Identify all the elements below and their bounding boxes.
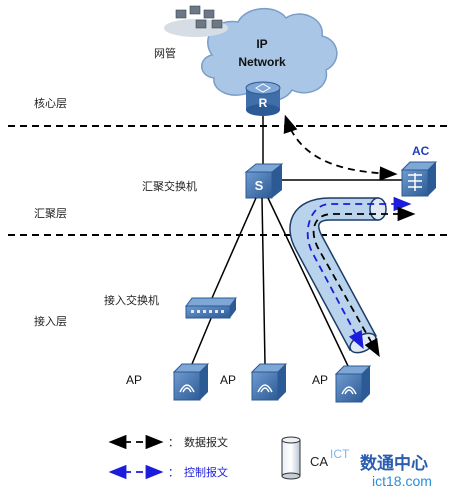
legend-tunnel-label: CA xyxy=(310,454,328,469)
access-switch-icon xyxy=(185,297,237,319)
cloud-label-ip: IP xyxy=(256,37,267,51)
data-flow-arrow-tunnel xyxy=(312,206,416,358)
legend-control-colon: ： xyxy=(168,466,179,479)
legend-control-label: 控制报文 xyxy=(184,465,228,479)
legend-data-label: 数据报文 xyxy=(184,435,228,449)
agg-switch-label: 汇聚交换机 xyxy=(142,179,197,193)
ap-1-label: AP xyxy=(126,373,142,387)
nms-label: 网管 xyxy=(154,46,176,60)
capwap-tunnel xyxy=(289,197,387,354)
data-flow-arrow-router-ac xyxy=(283,114,398,181)
core-layer-label: 核心层 xyxy=(34,96,67,110)
agg-layer-label: 汇聚层 xyxy=(34,207,67,220)
switch-ap3-link xyxy=(267,197,349,367)
ap-device-2-icon xyxy=(250,363,288,401)
ap-device-3-icon xyxy=(334,365,372,403)
nms-computers-icon xyxy=(164,5,228,37)
switch-access-link xyxy=(211,197,257,299)
aggregation-switch-icon xyxy=(244,163,284,199)
access-switch-label: 接入交换机 xyxy=(104,293,159,307)
switch-ap2-link xyxy=(261,197,266,365)
legend: ： 数据报文 ： 控制报文 CA xyxy=(108,434,328,480)
watermark-brand: 数通中心 xyxy=(360,453,428,474)
core-router-icon xyxy=(245,81,281,116)
access-layer-label: 接入层 xyxy=(34,315,67,328)
access-ap1-link xyxy=(191,315,213,365)
legend-data-colon: ： xyxy=(168,436,179,449)
watermark-corner: ICT xyxy=(330,447,350,461)
control-flow-arrow-tunnel xyxy=(306,196,412,350)
ac-controller-icon xyxy=(400,161,438,197)
watermark-site: ict18.com xyxy=(372,473,432,489)
switch-glyph: S xyxy=(255,178,264,193)
ap-device-1-icon xyxy=(172,363,210,401)
cloud-label-network: Network xyxy=(238,55,286,69)
ac-label: AC xyxy=(412,144,430,158)
ip-network-cloud xyxy=(201,7,338,102)
legend-tunnel-cylinder-icon xyxy=(281,436,301,480)
router-glyph: R xyxy=(259,96,268,110)
ap-2-label: AP xyxy=(220,373,236,387)
ap-3-label: AP xyxy=(312,373,328,387)
